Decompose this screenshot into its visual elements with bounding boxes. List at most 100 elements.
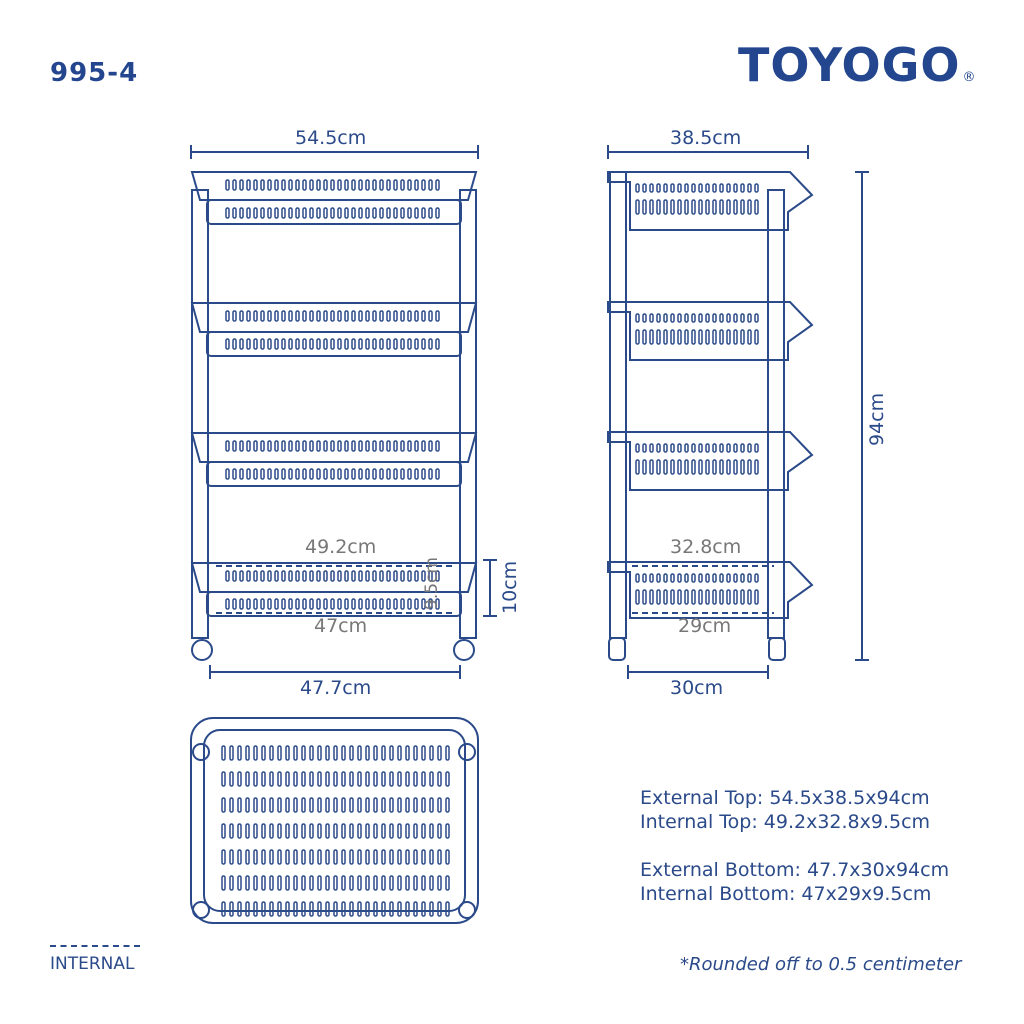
slot [677, 573, 682, 583]
slot [656, 459, 661, 475]
slot [437, 745, 442, 761]
slot [747, 589, 752, 605]
slot [253, 310, 258, 322]
slot [351, 570, 356, 582]
slot [705, 313, 710, 323]
slot [421, 771, 426, 787]
slot [437, 771, 442, 787]
slot [269, 797, 274, 813]
slot [267, 468, 272, 480]
slot [330, 440, 335, 452]
slot [386, 310, 391, 322]
slot [344, 310, 349, 322]
slot [372, 468, 377, 480]
slot [316, 338, 321, 350]
slot [293, 901, 298, 917]
slot [437, 901, 442, 917]
slot [428, 310, 433, 322]
slot [754, 313, 759, 323]
slot [393, 207, 398, 219]
slot [239, 179, 244, 191]
slot [253, 901, 258, 917]
slot [246, 440, 251, 452]
slot [740, 313, 745, 323]
slot [429, 823, 434, 839]
slot [260, 598, 265, 610]
slot [253, 797, 258, 813]
slot [225, 570, 230, 582]
slot [445, 849, 450, 865]
slot [414, 598, 419, 610]
slot [379, 179, 384, 191]
slot [712, 573, 717, 583]
slot [295, 310, 300, 322]
slot [413, 797, 418, 813]
slot [344, 598, 349, 610]
slot [407, 598, 412, 610]
slot [260, 338, 265, 350]
slot [747, 459, 752, 475]
slot [405, 849, 410, 865]
slot [393, 440, 398, 452]
slot [379, 570, 384, 582]
slot [323, 570, 328, 582]
slot [677, 459, 682, 475]
slot [239, 598, 244, 610]
slot [733, 589, 738, 605]
slot [267, 570, 272, 582]
slot [435, 310, 440, 322]
brand-logo: TOYOGO® [738, 38, 976, 92]
slot [437, 849, 442, 865]
slot [274, 207, 279, 219]
slot [229, 823, 234, 839]
slot [754, 459, 759, 475]
slot [285, 745, 290, 761]
slot [372, 338, 377, 350]
slot [333, 875, 338, 891]
slot [712, 329, 717, 345]
slot [365, 849, 370, 865]
slot [293, 875, 298, 891]
slot [293, 745, 298, 761]
slot [221, 797, 226, 813]
slot [293, 823, 298, 839]
slot [357, 849, 362, 865]
slot [642, 573, 647, 583]
slot [705, 589, 710, 605]
slot [726, 313, 731, 323]
slot [754, 329, 759, 345]
slot [267, 179, 272, 191]
slot [288, 440, 293, 452]
slot [232, 440, 237, 452]
slot [656, 589, 661, 605]
slot [381, 901, 386, 917]
slot [421, 901, 426, 917]
slot [341, 823, 346, 839]
slot [649, 443, 654, 453]
slot [323, 440, 328, 452]
slot [330, 310, 335, 322]
slot [316, 468, 321, 480]
slot [684, 459, 689, 475]
slot [309, 310, 314, 322]
slot [317, 901, 322, 917]
slot [719, 199, 724, 215]
slot [397, 797, 402, 813]
slot [663, 199, 668, 215]
slot [435, 207, 440, 219]
slot [330, 570, 335, 582]
dimension-specs: External Top: 54.5x38.5x94cm Internal To… [640, 786, 949, 906]
slot [225, 440, 230, 452]
slot [316, 207, 321, 219]
slot [365, 598, 370, 610]
slot [358, 338, 363, 350]
slot [316, 440, 321, 452]
slot [642, 443, 647, 453]
slot [397, 745, 402, 761]
registered-mark: ® [962, 70, 977, 85]
slot [221, 745, 226, 761]
side-internal-top-label: 32.8cm [670, 536, 742, 558]
slot [301, 875, 306, 891]
slot [691, 573, 696, 583]
slot [302, 179, 307, 191]
